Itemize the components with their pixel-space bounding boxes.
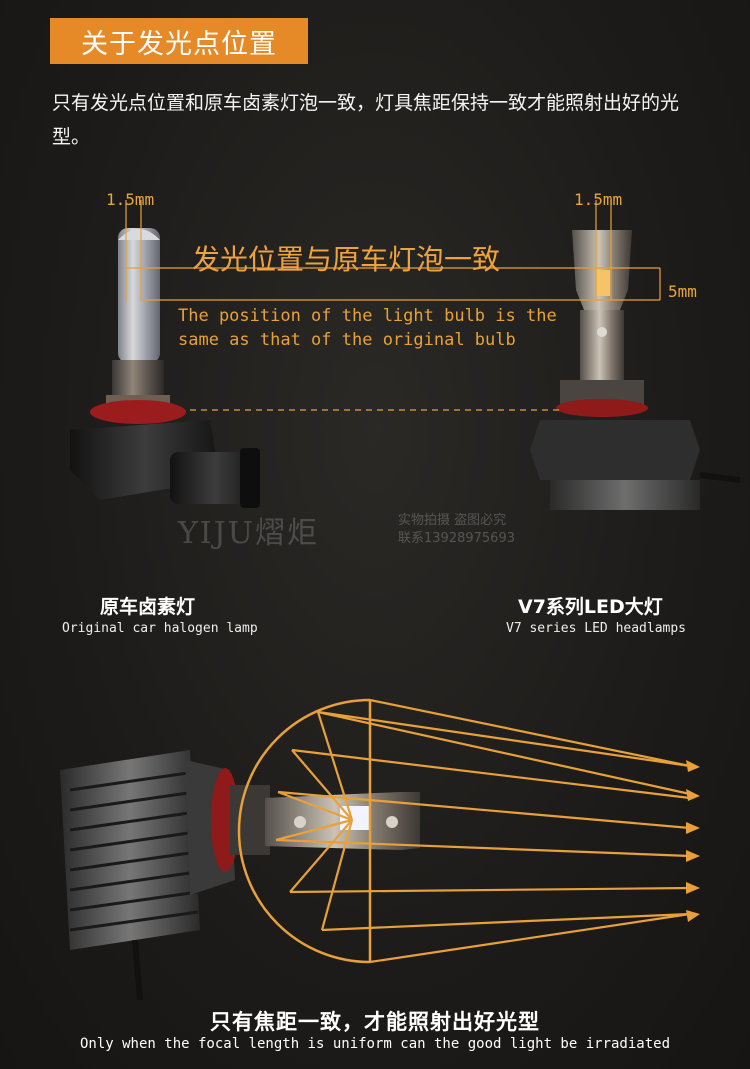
watermark-text: 实物拍摄 盗图必究 联系13928975693 (398, 512, 515, 548)
led-bulb-image (530, 230, 741, 510)
intro-text: 只有发光点位置和原车卤素灯泡一致，灯具焦距保持一致才能照射出好的光型。 (52, 92, 680, 148)
section-title-text: 关于发光点位置 (81, 28, 277, 60)
diagram-heading-en-line1: The position of the light bulb is the (178, 306, 557, 326)
right-caption-cn: V7系列LED大灯 (518, 596, 663, 618)
footer-caption-en: Only when the focal length is uniform ca… (79, 1036, 670, 1052)
halogen-bulb-image (70, 228, 260, 508)
measure-lines (125, 200, 661, 411)
watermark-line1: 实物拍摄 盗图必究 (398, 513, 507, 528)
diagram-heading-en: The position of the light bulb is the sa… (178, 304, 558, 352)
watermark-line2: 联系13928975693 (398, 531, 515, 546)
left-caption-en: Original car halogen lamp (62, 621, 258, 636)
right-measure-label: 1.5mm (574, 190, 623, 209)
footer-caption-cn: 只有焦距一致，才能照射出好光型 (210, 1010, 540, 1034)
side-measure-label: 5mm (668, 282, 697, 301)
diagram-heading-cn: 发光位置与原车灯泡一致 (192, 243, 501, 276)
bulb-comparison-diagram (70, 200, 741, 510)
reflector-arc (237, 698, 371, 964)
light-rays (275, 698, 691, 964)
section-title: 关于发光点位置 (50, 18, 308, 64)
right-caption-en: V7 series LED headlamps (506, 621, 687, 636)
led-heatsink-image (60, 750, 270, 1000)
watermark-brand: YIJU熠炬 (178, 516, 319, 551)
beam-pattern-diagram (60, 698, 700, 1000)
left-measure-label: 1.5mm (106, 190, 155, 209)
ray-arrowheads (686, 760, 700, 922)
left-caption-cn: 原车卤素灯 (100, 596, 196, 618)
diagram-heading-en-line2: same as that of the original bulb (178, 330, 516, 350)
